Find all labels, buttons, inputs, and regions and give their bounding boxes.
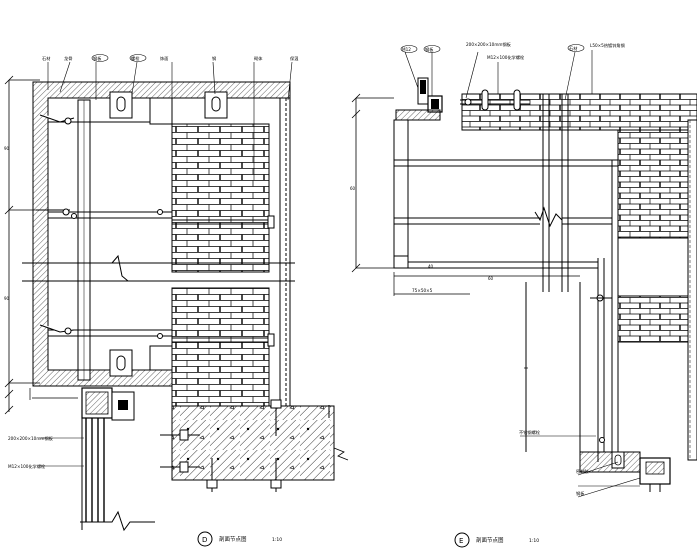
detail-e-marker: E	[459, 537, 463, 545]
callout-e-1: M12	[402, 47, 411, 52]
callout-d-6: 钢	[212, 55, 216, 62]
note-d-plate: 200×200×10mm钢板	[8, 435, 54, 442]
svg-text:90: 90	[4, 146, 10, 151]
detail-e-title: 剖面节点图	[476, 536, 504, 544]
callout-d-8: 保温	[290, 55, 299, 62]
callout-d-1: 石材	[42, 55, 50, 62]
callout-d-5: 饰面	[160, 55, 168, 62]
detail-d-title: 剖面节点图	[219, 535, 247, 543]
note-e-side-3: 钢板	[576, 490, 585, 497]
callout-e-3: 200×200×10mm钢板	[466, 41, 512, 48]
svg-text:60: 60	[350, 186, 356, 191]
detail-e: 60	[350, 41, 697, 548]
note-e-dim: 75×50×5	[412, 288, 433, 293]
callout-e-6: L50×5热镀锌角钢	[590, 42, 625, 49]
note-e-side-1: 不锈钢螺栓	[519, 429, 541, 436]
detail-e-marker-circle	[454, 532, 470, 548]
callout-d-7: 砌体	[254, 55, 263, 62]
detail-e-scale: 1:10	[529, 538, 539, 544]
note-d-bolt: M12×100化学螺栓	[8, 463, 46, 470]
svg-text:60: 60	[488, 276, 494, 281]
detail-d: 90 90	[4, 54, 349, 547]
callout-d-3: 钢板	[93, 55, 102, 62]
callout-e-4: M12×100化学螺栓	[487, 54, 525, 61]
callout-e-2: 钢板	[425, 46, 434, 53]
callout-e-5: 石材	[569, 45, 577, 52]
detail-d-marker: D	[202, 536, 207, 544]
svg-text:40: 40	[428, 264, 434, 269]
svg-text:90: 90	[4, 296, 10, 301]
callout-d-4: 螺栓	[131, 55, 140, 62]
callout-d-2: 龙骨	[64, 55, 72, 62]
detail-d-scale: 1:10	[272, 537, 282, 543]
note-e-side-2: 密封胶	[576, 468, 589, 475]
detail-d-marker-circle	[197, 531, 213, 547]
